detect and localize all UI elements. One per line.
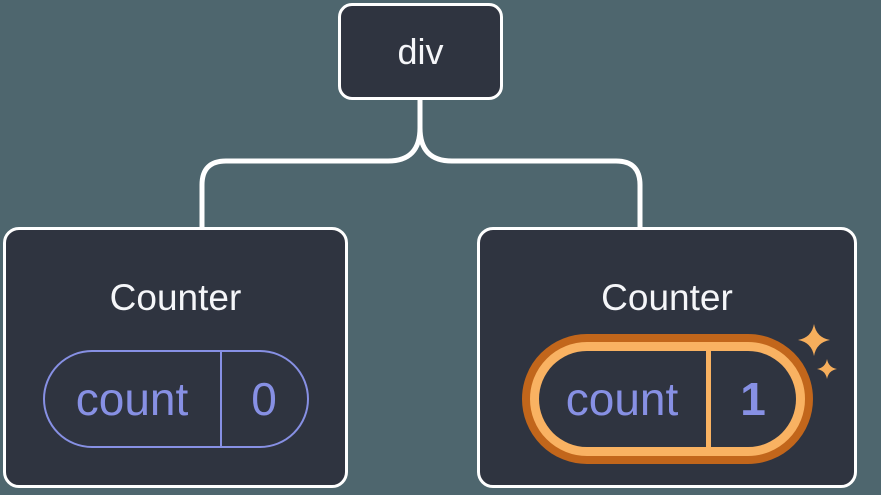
sparkles-icon xyxy=(798,324,837,379)
root-node-label: div xyxy=(397,30,444,72)
counter-card-right: Counter count 1 xyxy=(477,227,857,488)
root-node-div: div xyxy=(338,3,503,100)
state-pill-left: count 0 xyxy=(42,350,309,448)
state-pill-left-key-cell: count xyxy=(45,352,220,446)
state-key-label: count xyxy=(565,373,679,425)
state-value-label: 0 xyxy=(251,373,277,425)
counter-card-right-title: Counter xyxy=(601,277,733,318)
state-pill-right-value-cell: 1 xyxy=(705,351,796,447)
counter-card-left-title: Counter xyxy=(109,277,242,318)
state-pill-right: count 1 xyxy=(538,351,796,447)
state-key-label: count xyxy=(75,373,189,425)
state-pill-right-highlight-ring: count 1 xyxy=(521,334,813,464)
sparkle-icon-small xyxy=(817,359,837,379)
state-value-label: 1 xyxy=(740,373,766,425)
state-pill-left-value-cell: 0 xyxy=(219,352,307,446)
state-pill-right-key-cell: count xyxy=(539,351,706,447)
counter-card-left: Counter count 0 xyxy=(3,227,348,488)
sparkle-icon-large xyxy=(798,324,830,356)
